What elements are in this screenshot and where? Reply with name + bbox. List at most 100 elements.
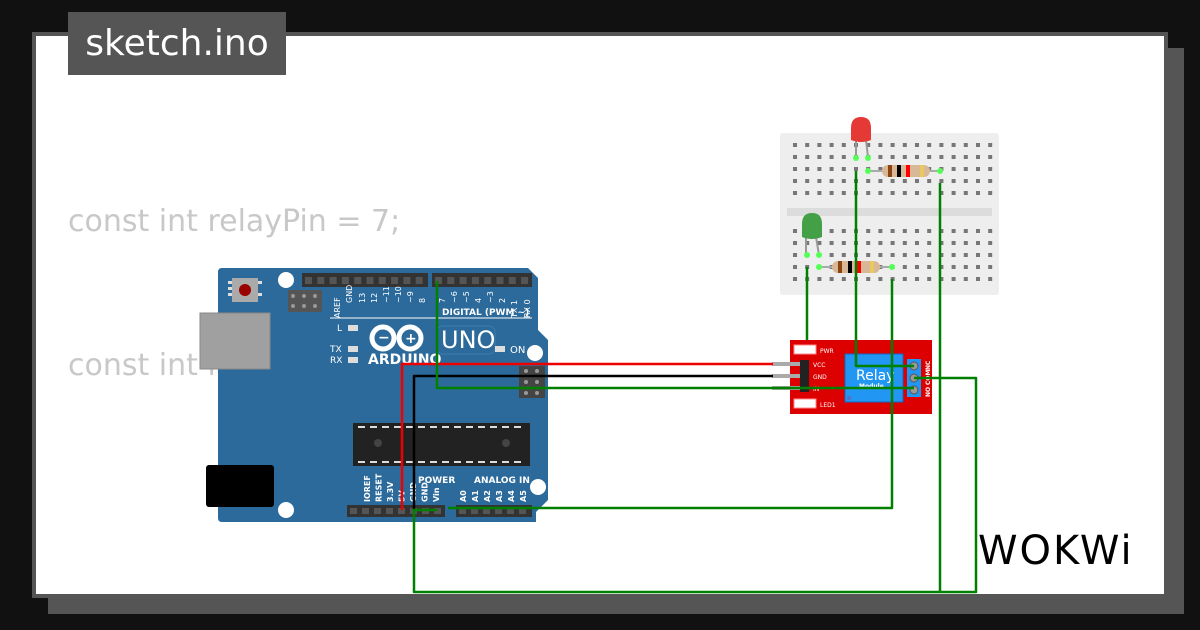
breadboard-hole[interactable] <box>829 229 834 233</box>
breadboard-hole[interactable] <box>841 179 846 183</box>
breadboard-hole[interactable] <box>951 143 956 147</box>
breadboard-hole[interactable] <box>927 143 932 147</box>
breadboard-hole[interactable] <box>817 241 822 245</box>
breadboard-hole[interactable] <box>988 253 993 257</box>
breadboard-hole[interactable] <box>805 155 810 159</box>
breadboard-hole[interactable] <box>927 253 932 257</box>
breadboard-hole[interactable] <box>951 253 956 257</box>
breadboard-hole[interactable] <box>963 179 968 183</box>
breadboard-hole[interactable] <box>915 265 919 269</box>
header-pin[interactable] <box>521 277 529 284</box>
breadboard-hole[interactable] <box>939 179 944 183</box>
breadboard-hole[interactable] <box>902 241 907 245</box>
breadboard-hole[interactable] <box>878 143 883 147</box>
breadboard-hole[interactable] <box>927 191 932 195</box>
breadboard-hole[interactable] <box>976 155 980 159</box>
breadboard-hole[interactable] <box>976 179 980 183</box>
wire-gnd-bus[interactable] <box>448 279 894 510</box>
header-pin[interactable] <box>391 277 399 284</box>
breadboard-hole[interactable] <box>841 167 846 171</box>
wire-relay-in[interactable] <box>435 281 914 390</box>
breadboard-hole[interactable] <box>939 253 944 257</box>
header-pin[interactable] <box>350 508 357 514</box>
breadboard-hole[interactable] <box>890 191 895 195</box>
breadboard-hole[interactable] <box>902 265 907 269</box>
breadboard-hole[interactable] <box>793 253 797 257</box>
breadboard-hole[interactable] <box>817 191 822 195</box>
breadboard-hole[interactable] <box>976 229 980 233</box>
header-pin[interactable] <box>508 277 516 284</box>
breadboard-hole[interactable] <box>817 179 822 183</box>
header-pin[interactable] <box>483 508 490 514</box>
header-pin[interactable] <box>403 277 411 284</box>
breadboard-hole[interactable] <box>866 143 871 147</box>
header-pin[interactable] <box>507 508 514 514</box>
breadboard-hole[interactable] <box>951 265 956 269</box>
breadboard-hole[interactable] <box>915 143 919 147</box>
breadboard-hole[interactable] <box>902 143 907 147</box>
breadboard-hole[interactable] <box>793 179 797 183</box>
breadboard-hole[interactable] <box>902 253 907 257</box>
breadboard-hole[interactable] <box>951 155 956 159</box>
breadboard-hole[interactable] <box>829 241 834 245</box>
header-pin[interactable] <box>484 277 492 284</box>
breadboard-hole[interactable] <box>841 229 846 233</box>
breadboard-hole[interactable] <box>817 155 822 159</box>
breadboard-hole[interactable] <box>829 277 834 281</box>
breadboard-hole[interactable] <box>890 143 895 147</box>
breadboard-hole[interactable] <box>890 253 895 257</box>
breadboard-hole[interactable] <box>841 277 846 281</box>
breadboard-hole[interactable] <box>915 191 919 195</box>
header-pin[interactable] <box>496 277 504 284</box>
breadboard-hole[interactable] <box>963 191 968 195</box>
breadboard-hole[interactable] <box>976 191 980 195</box>
breadboard-hole[interactable] <box>963 229 968 233</box>
breadboard-hole[interactable] <box>878 155 883 159</box>
breadboard-hole[interactable] <box>817 277 822 281</box>
breadboard-hole[interactable] <box>988 265 993 269</box>
reset-button[interactable] <box>228 278 262 302</box>
wire-relay-no[interactable] <box>854 171 914 368</box>
breadboard-hole[interactable] <box>939 241 944 245</box>
header-pin[interactable] <box>459 508 466 514</box>
wire-vcc[interactable] <box>400 362 773 510</box>
wire-gnd[interactable] <box>412 374 773 510</box>
breadboard-hole[interactable] <box>805 143 810 147</box>
breadboard-hole[interactable] <box>915 253 919 257</box>
header-pin[interactable] <box>495 508 502 514</box>
breadboard-hole[interactable] <box>976 143 980 147</box>
header-pin[interactable] <box>362 508 369 514</box>
breadboard-hole[interactable] <box>927 229 932 233</box>
breadboard-hole[interactable] <box>976 167 980 171</box>
header-pin[interactable] <box>459 277 467 284</box>
breadboard-hole[interactable] <box>963 155 968 159</box>
breadboard-hole[interactable] <box>963 253 968 257</box>
breadboard-hole[interactable] <box>902 191 907 195</box>
breadboard-hole[interactable] <box>951 167 956 171</box>
breadboard-hole[interactable] <box>890 155 895 159</box>
header-pin[interactable] <box>434 508 441 514</box>
breadboard-hole[interactable] <box>939 155 944 159</box>
header-pin[interactable] <box>519 508 526 514</box>
breadboard-hole[interactable] <box>988 229 993 233</box>
breadboard-hole[interactable] <box>951 277 956 281</box>
breadboard-hole[interactable] <box>805 191 810 195</box>
header-pin[interactable] <box>374 508 381 514</box>
breadboard-hole[interactable] <box>976 241 980 245</box>
breadboard-hole[interactable] <box>927 241 932 245</box>
breadboard-hole[interactable] <box>890 241 895 245</box>
breadboard-hole[interactable] <box>988 143 993 147</box>
breadboard-hole[interactable] <box>793 229 797 233</box>
header-pin[interactable] <box>435 277 442 284</box>
header-pin[interactable] <box>398 508 405 514</box>
breadboard-hole[interactable] <box>817 167 822 171</box>
breadboard-hole[interactable] <box>951 241 956 245</box>
breadboard-hole[interactable] <box>927 155 932 159</box>
breadboard-hole[interactable] <box>939 229 944 233</box>
breadboard-hole[interactable] <box>805 179 810 183</box>
breadboard-hole[interactable] <box>878 167 883 171</box>
breadboard-hole[interactable] <box>866 241 871 245</box>
breadboard-hole[interactable] <box>976 277 980 281</box>
breadboard-hole[interactable] <box>805 241 810 245</box>
